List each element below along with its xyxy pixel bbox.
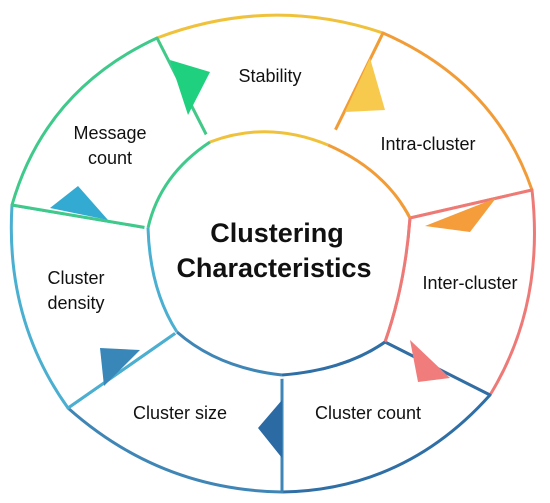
center-title-line1: Clustering bbox=[210, 218, 344, 248]
arrow-intra-cluster bbox=[345, 58, 385, 112]
inner-arc-cluster-density bbox=[146, 227, 179, 333]
inner-arc-cluster-size bbox=[176, 330, 283, 377]
arrow-cluster-size bbox=[258, 400, 282, 458]
label-cluster-density-line2: density bbox=[47, 293, 104, 313]
label-message-count-line1: Message bbox=[73, 123, 146, 143]
label-stability: Stability bbox=[238, 66, 301, 86]
label-cluster-density-line1: Cluster bbox=[47, 268, 104, 288]
center-circle bbox=[143, 115, 407, 379]
inner-arc-stability bbox=[209, 130, 329, 147]
arrow-stability bbox=[170, 60, 210, 115]
center-title-line2: Characteristics bbox=[176, 253, 371, 283]
arrow-cluster-count bbox=[410, 340, 450, 382]
label-intra-cluster: Intra-cluster bbox=[380, 134, 475, 154]
label-inter-cluster: Inter-cluster bbox=[422, 273, 517, 293]
arrow-inter-cluster bbox=[425, 198, 496, 232]
label-cluster-size: Cluster size bbox=[133, 403, 227, 423]
arrow-cluster-density bbox=[100, 348, 140, 386]
inner-arc-message-count bbox=[146, 140, 211, 229]
label-cluster-count: Cluster count bbox=[315, 403, 421, 423]
inner-arc-inter-cluster bbox=[383, 217, 412, 343]
inner-arc-intra-cluster bbox=[327, 143, 412, 219]
inner-arc-cluster-count bbox=[281, 340, 386, 377]
arrow-message-count bbox=[50, 186, 108, 220]
label-message-count-line2: count bbox=[88, 148, 132, 168]
